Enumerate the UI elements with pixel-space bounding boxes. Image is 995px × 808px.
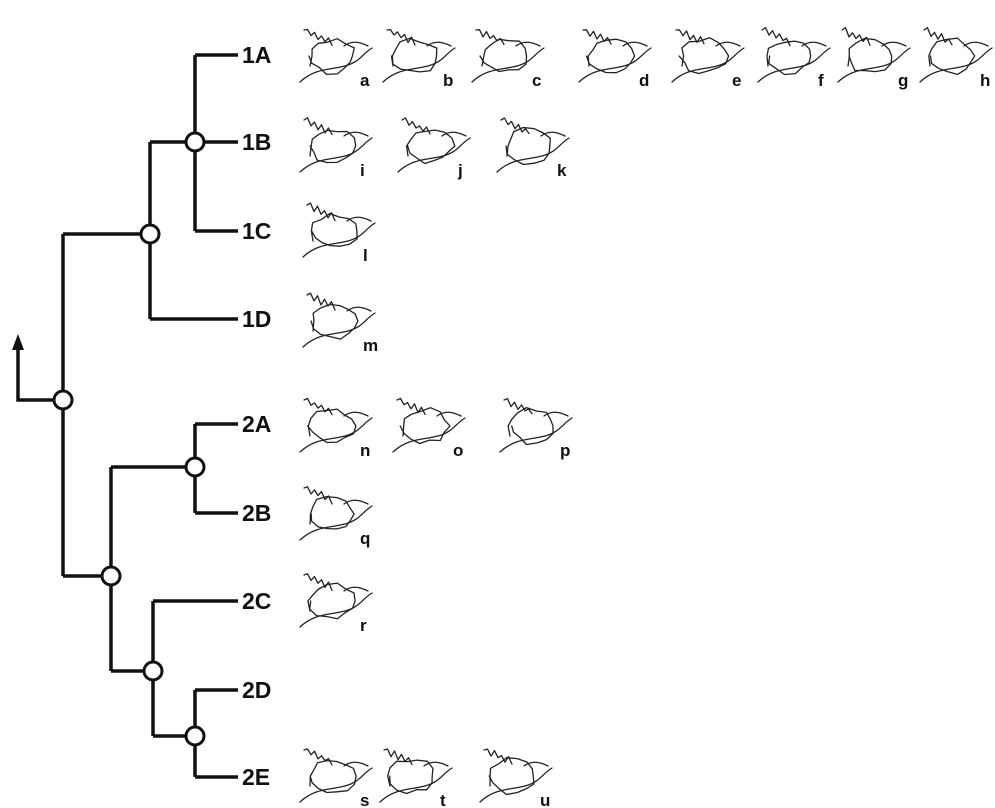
sketch-r-icon: r: [299, 573, 373, 635]
clade-label-2D: 2D: [242, 677, 271, 703]
sketch-j-icon: j: [397, 117, 471, 180]
clade-labels: 1A 1B 1C 1D 2A 2B 2C 2D 2E: [242, 42, 271, 790]
sketch-o-icon: o: [392, 397, 466, 460]
sketch-label-c: c: [532, 71, 541, 90]
sketch-label-s: s: [360, 791, 369, 808]
sketch-label-j: j: [457, 161, 463, 180]
node-1ABC-icon: [184, 131, 206, 153]
node-2AB-icon: [184, 456, 206, 478]
sketch-label-l: l: [363, 246, 368, 265]
sketch-label-p: p: [560, 441, 570, 460]
sutural-sketches: a b c d e f g h i j k l m n o p q r s t u: [299, 26, 993, 808]
sketch-c-icon: c: [471, 29, 545, 90]
sketch-label-t: t: [440, 791, 446, 808]
sketch-a-icon: a: [299, 28, 373, 90]
sketch-label-u: u: [540, 791, 550, 808]
sketch-g-icon: g: [837, 26, 911, 90]
sketch-label-q: q: [360, 529, 370, 548]
node-group2-icon: [100, 565, 122, 587]
clade-label-1D: 1D: [242, 306, 271, 332]
sketch-n-icon: n: [299, 397, 373, 460]
clade-label-2B: 2B: [242, 500, 271, 526]
sketch-label-n: n: [360, 441, 370, 460]
sketch-label-f: f: [818, 71, 824, 90]
sketch-label-m: m: [363, 336, 378, 355]
root-arrow-icon: [12, 334, 63, 402]
clade-label-1B: 1B: [242, 129, 271, 155]
clade-label-1A: 1A: [242, 42, 271, 68]
clade-label-1C: 1C: [242, 218, 271, 244]
sketch-label-h: h: [980, 71, 990, 90]
clade-label-2A: 2A: [242, 411, 271, 437]
node-group1-icon: [139, 223, 161, 245]
sketch-t-icon: t: [379, 748, 453, 808]
sketch-s-icon: s: [299, 748, 373, 808]
sketch-f-icon: f: [757, 26, 831, 90]
sketch-m-icon: m: [302, 292, 378, 355]
sketch-h-icon: h: [919, 27, 993, 90]
node-root-icon: [52, 389, 74, 411]
tree-nodes: [52, 131, 206, 747]
sketch-label-g: g: [898, 71, 908, 90]
sketch-i-icon: i: [299, 117, 373, 180]
sketch-label-o: o: [453, 441, 463, 460]
sketch-label-i: i: [360, 161, 365, 180]
sketch-p-icon: p: [499, 397, 573, 460]
sketch-u-icon: u: [479, 748, 553, 808]
clade-label-2E: 2E: [242, 764, 270, 790]
sketch-label-b: b: [443, 71, 453, 90]
sketch-e-icon: e: [671, 29, 745, 90]
sketch-label-d: d: [639, 71, 649, 90]
node-2CDE-icon: [142, 660, 164, 682]
node-2DE-icon: [184, 725, 206, 747]
sketch-b-icon: b: [382, 28, 456, 90]
sketch-label-e: e: [732, 71, 741, 90]
sketch-label-a: a: [360, 71, 370, 90]
sketch-d-icon: d: [578, 29, 652, 90]
sketch-label-r: r: [360, 616, 367, 635]
sketch-q-icon: q: [299, 486, 373, 548]
sketch-l-icon: l: [302, 202, 376, 265]
sketch-label-k: k: [557, 161, 567, 180]
sketch-k-icon: k: [496, 117, 570, 180]
clade-label-2C: 2C: [242, 588, 271, 614]
